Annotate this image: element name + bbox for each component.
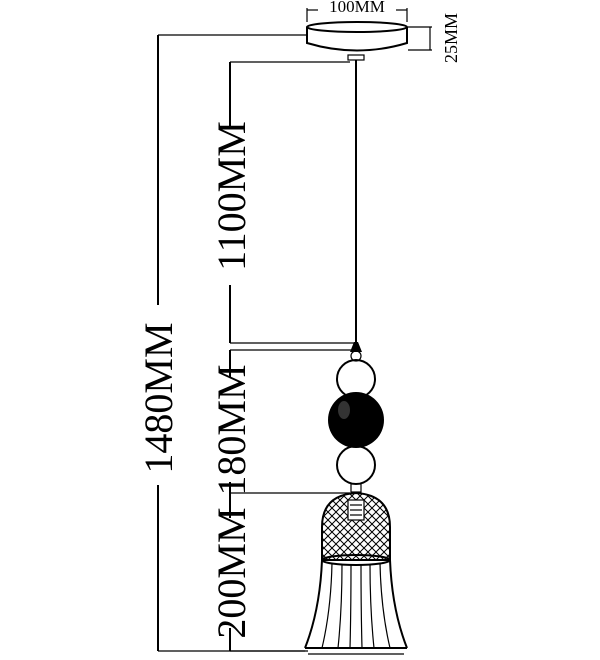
shade-height-label: 200MM: [209, 507, 254, 638]
canopy-body: [306, 27, 408, 52]
canopy-diameter-label: 100MM: [329, 0, 385, 16]
extension-lines: [158, 34, 355, 652]
beads-height-label: 180MM: [209, 364, 254, 495]
bead-column: [328, 342, 384, 493]
canopy-mount: [347, 54, 365, 61]
bead-middle-black: [328, 392, 384, 448]
canopy-height-dimension: 25MM: [408, 13, 461, 63]
cable-length-dimension: 1100MM: [209, 62, 254, 343]
canopy-width-dimension: 100MM: [306, 0, 408, 22]
shade-mesh: [321, 491, 391, 561]
bead-bottom-white: [336, 445, 376, 485]
total-height-label: 1480MM: [136, 322, 181, 473]
canopy: [306, 21, 408, 61]
lamp-shade: [304, 491, 408, 655]
total-height-dimension: 1480MM: [136, 35, 181, 651]
canopy-height-label: 25MM: [441, 13, 461, 63]
canopy-top: [306, 21, 408, 33]
beads-height-dimension: 180MM: [209, 350, 254, 496]
shade-height-dimension: 200MM: [209, 493, 254, 651]
cable-length-label: 1100MM: [209, 121, 254, 271]
bead-cap: [350, 342, 362, 352]
